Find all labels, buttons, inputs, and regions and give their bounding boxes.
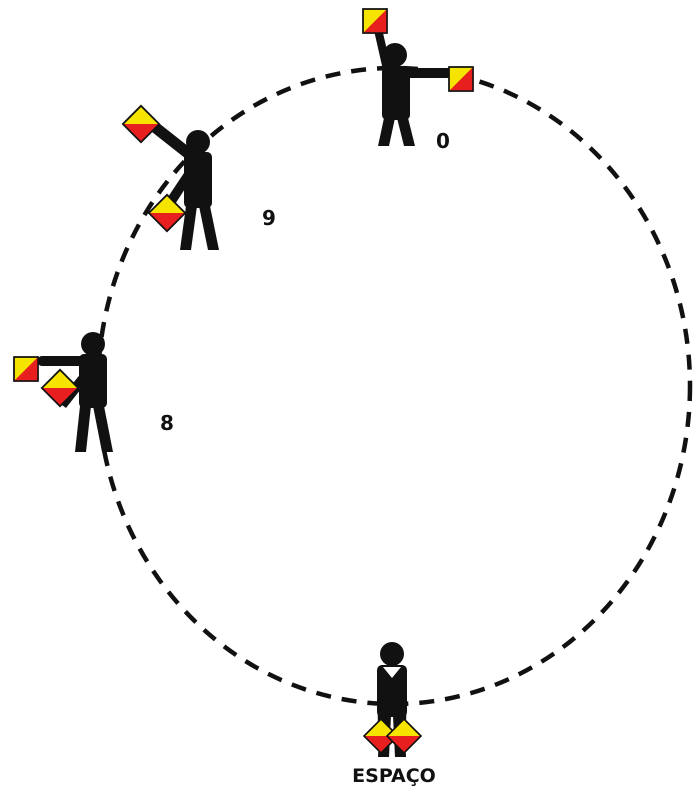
position-label-space: ESPAÇO <box>352 765 436 787</box>
semaphore-flag-icon <box>14 357 38 381</box>
signaller-space: ESPAÇO <box>352 642 436 787</box>
position-label-nine: 9 <box>262 206 276 230</box>
position-label-zero: 0 <box>436 129 450 153</box>
semaphore-flag-icon <box>363 9 387 33</box>
semaphore-flag-icon <box>123 106 159 142</box>
semaphore-flag-icon <box>387 719 421 753</box>
position-label-eight: 8 <box>160 411 174 435</box>
semaphore-signaller-icon <box>373 24 456 146</box>
semaphore-flag-icon <box>149 195 185 231</box>
signaller-nine: 9 <box>123 106 276 250</box>
signaller-zero: 0 <box>363 9 473 153</box>
signaller-eight: 8 <box>14 332 174 452</box>
semaphore-flag-icon <box>42 370 78 406</box>
semaphore-flag-icon <box>449 67 473 91</box>
